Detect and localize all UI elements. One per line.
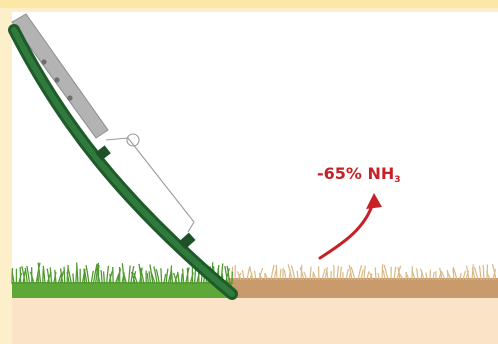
bolt-2 xyxy=(54,77,59,82)
grass-blade xyxy=(430,270,431,280)
grass-blade xyxy=(310,267,311,280)
grass-blade xyxy=(166,269,168,284)
grass-blade xyxy=(382,264,383,280)
soil-strip xyxy=(228,278,498,298)
grass-blade xyxy=(129,266,131,284)
bolt-1 xyxy=(41,59,46,64)
grass-blade xyxy=(104,271,105,284)
grass-blade xyxy=(64,267,65,284)
grass-blade xyxy=(55,270,56,284)
grass-blade xyxy=(271,265,274,280)
subscript-3: 3 xyxy=(394,175,400,185)
grass-blade xyxy=(483,265,484,280)
reduction-text: -65% NH xyxy=(317,164,394,183)
grass-blade xyxy=(101,270,102,284)
grass-blade xyxy=(187,268,188,284)
ammonia-reduction-label: -65% NH3 xyxy=(317,164,401,184)
grass-blade xyxy=(181,274,182,284)
grass-blade xyxy=(447,270,448,280)
grass-blade xyxy=(50,267,51,284)
injector-blade xyxy=(12,14,108,138)
grass-blade xyxy=(183,269,184,284)
grass-blade xyxy=(161,268,162,284)
turf-base xyxy=(12,282,232,298)
grass-blade xyxy=(107,266,109,284)
bolt-3 xyxy=(67,95,72,100)
grass-blade xyxy=(375,267,376,280)
grass-blade xyxy=(276,265,277,280)
grass-blade xyxy=(20,267,21,284)
dry-grass xyxy=(232,264,496,280)
upward-arrow xyxy=(320,193,382,258)
grass-blade xyxy=(73,273,74,284)
grass-blade xyxy=(337,266,338,280)
grass-blade xyxy=(364,266,365,280)
grass-blade xyxy=(77,263,78,284)
grass-blade xyxy=(479,266,481,280)
